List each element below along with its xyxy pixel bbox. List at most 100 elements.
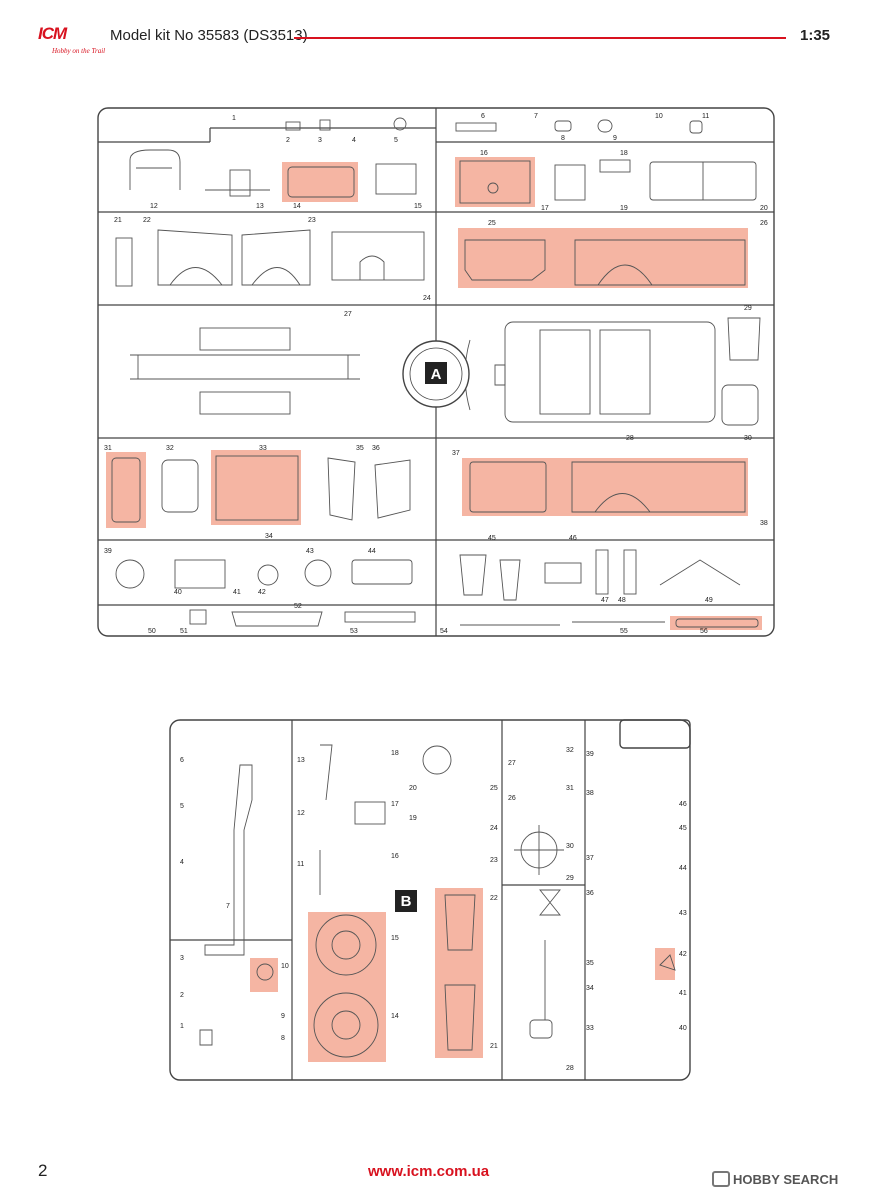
svg-text:19: 19 — [620, 205, 628, 212]
svg-text:30: 30 — [744, 435, 752, 442]
svg-text:39: 39 — [104, 548, 112, 555]
sprue-a-row-1-parts — [129, 117, 757, 204]
svg-text:2: 2 — [180, 992, 184, 999]
svg-text:4: 4 — [180, 859, 184, 866]
svg-text:17: 17 — [391, 801, 399, 808]
svg-text:42: 42 — [258, 589, 266, 596]
svg-text:25: 25 — [490, 785, 498, 792]
svg-text:28: 28 — [566, 1065, 574, 1072]
svg-text:36: 36 — [372, 445, 380, 452]
svg-text:25: 25 — [488, 220, 496, 227]
svg-text:18: 18 — [620, 150, 628, 157]
highlight-part-14 — [282, 162, 358, 202]
highlight-parts-21-22 — [435, 888, 483, 1058]
highlight-part-37-38 — [462, 458, 748, 516]
svg-text:2: 2 — [286, 137, 290, 144]
svg-text:43: 43 — [306, 548, 314, 555]
svg-text:11: 11 — [297, 861, 304, 868]
svg-text:18: 18 — [391, 750, 399, 757]
page-header: ICM Hobby on the Trail Model kit No 3558… — [0, 0, 869, 70]
svg-text:16: 16 — [391, 853, 399, 860]
svg-text:49: 49 — [705, 597, 713, 604]
svg-text:10: 10 — [655, 113, 663, 120]
svg-text:24: 24 — [423, 295, 431, 302]
svg-text:45: 45 — [488, 535, 496, 542]
svg-text:29: 29 — [744, 305, 752, 312]
svg-text:26: 26 — [760, 220, 768, 227]
svg-text:23: 23 — [490, 857, 498, 864]
svg-text:12: 12 — [150, 203, 158, 210]
sprue-b-badge — [395, 890, 417, 912]
website-link[interactable]: www.icm.com.ua — [368, 1163, 490, 1180]
svg-text:14: 14 — [293, 203, 301, 210]
svg-text:8: 8 — [281, 1035, 285, 1042]
sprue-a-part-labels: 1 2 3 4 5 6 7 8 9 10 11 12 13 14 15 16 1… — [104, 113, 768, 635]
watermark: HOBBY SEARCH — [712, 1171, 838, 1187]
svg-text:9: 9 — [281, 1013, 285, 1020]
svg-text:27: 27 — [344, 311, 352, 318]
svg-text:15: 15 — [391, 935, 399, 942]
svg-text:1: 1 — [232, 115, 236, 122]
hobby-search-icon — [712, 1171, 730, 1187]
sprue-b: B 1 2 3 4 5 6 7 8 9 10 11 12 13 14 15 16… — [169, 719, 691, 1081]
svg-text:33: 33 — [586, 1025, 594, 1032]
svg-text:37: 37 — [586, 855, 594, 862]
icm-logo: ICM Hobby on the Trail — [38, 24, 106, 60]
scale-label: 1:35 — [800, 27, 831, 44]
svg-text:43: 43 — [679, 910, 687, 917]
svg-text:36: 36 — [586, 890, 594, 897]
svg-text:14: 14 — [391, 1013, 399, 1020]
svg-text:32: 32 — [166, 445, 174, 452]
svg-text:16: 16 — [480, 150, 488, 157]
highlight-part-33-34 — [211, 450, 301, 525]
kit-title: Model kit No 35583 (DS3513) — [110, 27, 308, 44]
svg-text:38: 38 — [586, 790, 594, 797]
svg-text:44: 44 — [368, 548, 376, 555]
svg-text:10: 10 — [281, 963, 289, 970]
svg-text:19: 19 — [409, 815, 417, 822]
svg-text:38: 38 — [760, 520, 768, 527]
svg-text:3: 3 — [318, 137, 322, 144]
svg-text:44: 44 — [679, 865, 687, 872]
svg-text:15: 15 — [414, 203, 422, 210]
svg-text:53: 53 — [350, 628, 358, 635]
svg-text:37: 37 — [452, 450, 460, 457]
svg-text:13: 13 — [256, 203, 264, 210]
highlight-parts-14-15 — [308, 912, 386, 1062]
sprue-a: A — [97, 107, 775, 637]
svg-text:56: 56 — [700, 628, 708, 635]
svg-text:42: 42 — [679, 951, 687, 958]
svg-text:13: 13 — [297, 757, 305, 764]
sprue-a-row-2-parts — [115, 229, 746, 287]
svg-text:45: 45 — [679, 825, 687, 832]
svg-text:54: 54 — [440, 628, 448, 635]
highlight-part-56 — [670, 616, 762, 630]
sprue-a-row-3-parts: A — [130, 317, 761, 426]
svg-text:21: 21 — [114, 217, 122, 224]
svg-text:39: 39 — [586, 751, 594, 758]
svg-text:29: 29 — [566, 875, 574, 882]
svg-text:23: 23 — [308, 217, 316, 224]
svg-text:32: 32 — [566, 747, 574, 754]
sprue-b-parts — [199, 744, 676, 1058]
sprue-b-letter: B — [401, 893, 412, 910]
svg-text:1: 1 — [180, 1023, 184, 1030]
svg-text:24: 24 — [490, 825, 498, 832]
svg-text:52: 52 — [294, 603, 302, 610]
svg-text:46: 46 — [679, 801, 687, 808]
svg-text:22: 22 — [143, 217, 151, 224]
logo-text: ICM — [38, 24, 67, 43]
sprue-b-part-labels: 1 2 3 4 5 6 7 8 9 10 11 12 13 14 15 16 1… — [180, 747, 687, 1072]
svg-text:17: 17 — [541, 205, 549, 212]
svg-text:27: 27 — [508, 760, 516, 767]
watermark-text: HOBBY SEARCH — [733, 1172, 839, 1187]
highlight-part-42 — [655, 948, 675, 980]
svg-text:35: 35 — [356, 445, 364, 452]
logo-tagline: Hobby on the Trail — [52, 47, 106, 55]
svg-text:34: 34 — [265, 533, 273, 540]
svg-text:51: 51 — [180, 628, 188, 635]
svg-text:26: 26 — [508, 795, 516, 802]
header-rule — [294, 37, 786, 39]
page-number: 2 — [38, 1161, 48, 1180]
svg-text:3: 3 — [180, 955, 184, 962]
